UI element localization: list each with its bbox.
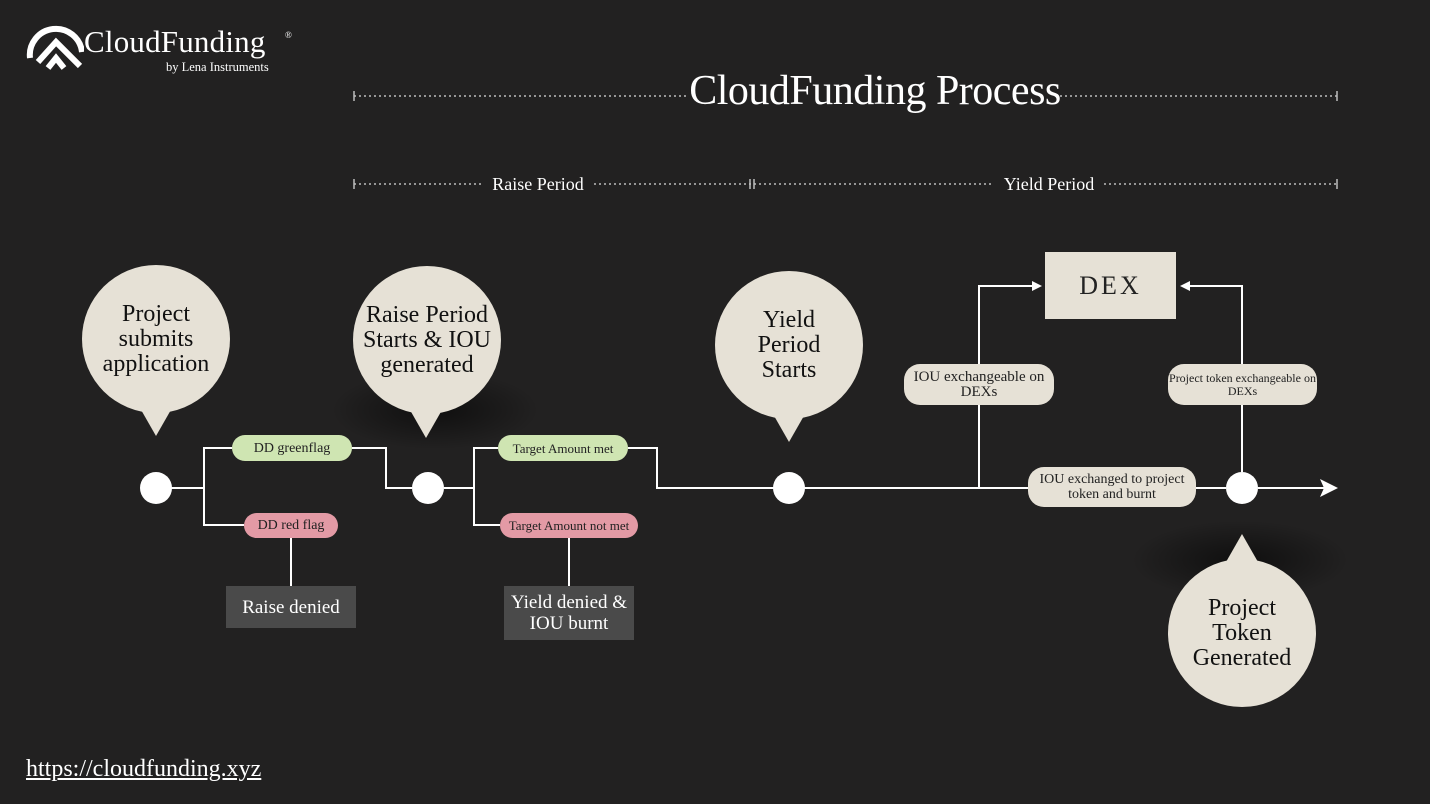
bubble-project-token-generated: Project Token Generated (1168, 559, 1316, 707)
iou-exchangeable-pill: IOU exchangeable on DEXs (904, 364, 1054, 405)
dex-box: DEX (1045, 252, 1176, 319)
yield-denied-box: Yield denied & IOU burnt (504, 586, 634, 640)
bubble-label: Project Token Generated (1192, 594, 1292, 671)
logo-wordmark: CloudFunding (84, 24, 266, 59)
target-not-met-pill: Target Amount not met (500, 513, 638, 538)
period-dotted-rule (353, 179, 1338, 189)
yield-period-label: Yield Period (1003, 174, 1095, 194)
yield-denied-label: Yield denied & IOU burnt (510, 592, 628, 634)
page-title: CloudFunding Process (689, 68, 1061, 114)
raise-period-label: Raise Period (492, 174, 584, 194)
dd-greenflag-pill: DD greenflag (232, 435, 352, 461)
timeline-node (1226, 472, 1258, 504)
cloudfunding-logo-icon (26, 25, 84, 70)
bubble-tail (410, 410, 442, 438)
title-dotted-rule (353, 91, 1338, 101)
bubble-project-submits: Project submits application (82, 265, 230, 413)
logo-subtitle: by Lena Instruments (166, 60, 269, 74)
timeline-node (140, 472, 172, 504)
bubble-tail (773, 414, 805, 442)
timeline-node (412, 472, 444, 504)
bubble-label: Raise Period Starts & IOU generated (363, 301, 491, 378)
bubble-label: Yield Period Starts (757, 306, 821, 383)
bubble-tail (1226, 534, 1258, 562)
iou-exchanged-pill: IOU exchanged to project token and burnt (1028, 467, 1196, 507)
dd-red-flag-pill: DD red flag (244, 513, 338, 538)
timeline-node (773, 472, 805, 504)
bubble-raise-period-starts: Raise Period Starts & IOU generated (353, 266, 501, 414)
token-exchangeable-pill: Project token exchangeable on DEXs (1168, 364, 1317, 405)
bubble-label: Project submits application (102, 300, 210, 377)
target-met-pill: Target Amount met (498, 435, 628, 461)
raise-denied-box: Raise denied (226, 586, 356, 628)
bubble-tail (140, 408, 172, 436)
logo-registered-mark: ® (285, 30, 292, 40)
bubble-yield-period-starts: Yield Period Starts (715, 271, 863, 419)
website-link[interactable]: https://cloudfunding.xyz (26, 756, 262, 782)
